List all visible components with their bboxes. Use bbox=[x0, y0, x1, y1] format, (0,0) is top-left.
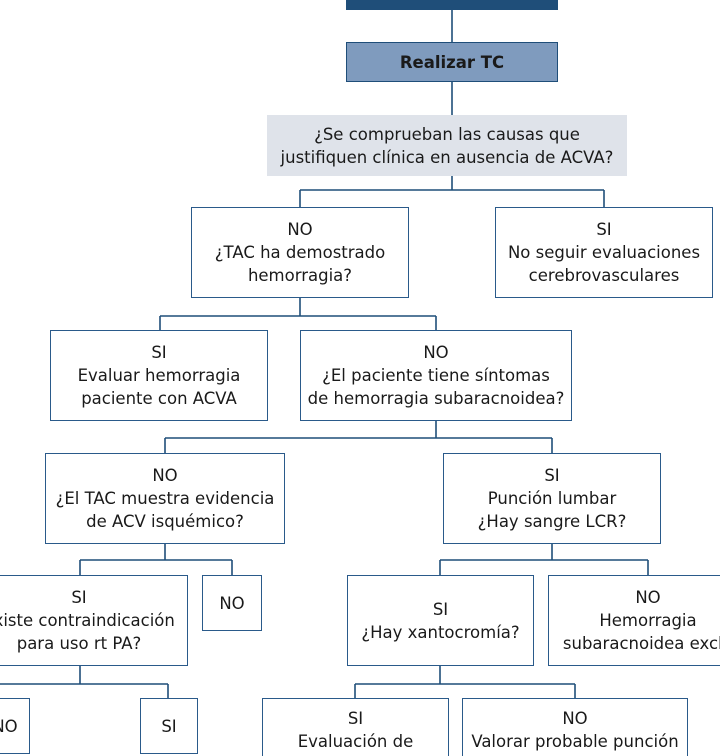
causas-question-node: ¿Se comprueban las causas que justifiquen… bbox=[267, 115, 627, 176]
node-text-line: Hemorragia bbox=[599, 611, 697, 630]
node-text-line: ¿Hay xantocromía? bbox=[361, 622, 520, 642]
no-hsa-excluida-node: NO Hemorragia subaracnoidea exclu bbox=[548, 575, 720, 666]
node-text-line: SI bbox=[71, 588, 87, 607]
node-text-line: ¿El paciente tiene síntomas bbox=[322, 366, 550, 385]
node-text-line: paciente con ACVA bbox=[81, 389, 237, 408]
no-tac-hemorragia-node: NO ¿TAC ha demostrado hemorragia? bbox=[191, 207, 409, 298]
node-text-line: SI bbox=[151, 343, 167, 362]
node-text-line: SI bbox=[544, 466, 560, 485]
node-text-line: NO bbox=[562, 709, 588, 728]
node-text-line: ¿TAC ha demostrado bbox=[214, 243, 386, 262]
node-text-line: de ACV isquémico? bbox=[86, 512, 244, 531]
node-text-line: subaracnoidea exclu bbox=[562, 634, 720, 653]
node-text-line: ¿El TAC muestra evidencia bbox=[55, 489, 275, 508]
node-text-line: NO bbox=[219, 593, 245, 613]
node-text-line: No seguir evaluaciones bbox=[507, 243, 701, 262]
node-text-line: NO bbox=[287, 220, 313, 239]
no-sintomas-hsa-node: NO ¿El paciente tiene síntomas de hemorrag… bbox=[300, 330, 572, 421]
si-contraindicacion-node: SI Existe contraindicación para uso rt PA? bbox=[0, 575, 188, 666]
si-bottom-left-node: SI bbox=[140, 698, 198, 754]
node-text-line: Evaluación de bbox=[297, 732, 414, 751]
si-evaluacion-de-node: SI Evaluación de bbox=[262, 698, 449, 756]
node-text-line: NO bbox=[635, 588, 661, 607]
node-text-line: Punción lumbar bbox=[487, 489, 617, 508]
node-text-line: SI bbox=[432, 599, 449, 619]
no-small-node: NO bbox=[202, 575, 262, 631]
node-text-line: para uso rt PA? bbox=[16, 634, 142, 653]
si-evaluar-hemorragia-node: SI Evaluar hemorragia paciente con ACVA bbox=[50, 330, 268, 421]
node-text-line: cerebrovasculares bbox=[528, 266, 680, 285]
no-bottom-left-node: NO bbox=[0, 698, 30, 754]
node-text-line: justifiquen clínica en ausencia de ACVA? bbox=[280, 147, 614, 167]
no-valorar-puncion-node: NO Valorar probable punción bbox=[462, 698, 688, 756]
node-text-line: Existe contraindicación bbox=[0, 611, 175, 630]
node-text-line: Evaluar hemorragia bbox=[77, 366, 241, 385]
node-text-line: ¿Hay sangre LCR? bbox=[477, 512, 627, 531]
node-text-line: Valorar probable punción bbox=[471, 732, 679, 751]
node-text-line: NO bbox=[423, 343, 449, 362]
node-text-line: de hemorragia subaracnoidea? bbox=[307, 389, 565, 408]
si-xantocromia-node: SI ¿Hay xantocromía? bbox=[347, 575, 534, 666]
si-no-seguir-node: SI No seguir evaluaciones cerebrovasculare… bbox=[495, 207, 713, 298]
node-text-line: SI bbox=[347, 709, 364, 728]
no-acv-isquemico-node: NO ¿El TAC muestra evidencia de ACV isquém… bbox=[45, 453, 285, 544]
node-text-line: SI bbox=[161, 716, 177, 736]
node-text-line: SI bbox=[596, 220, 612, 239]
si-puncion-lumbar-node: SI Punción lumbar ¿Hay sangre LCR? bbox=[443, 453, 661, 544]
top-bar-node bbox=[346, 0, 558, 10]
node-text-line: ¿Se comprueban las causas que bbox=[314, 124, 580, 144]
node-text-line: NO bbox=[0, 716, 18, 736]
realizar-tc-node: Realizar TC bbox=[346, 42, 558, 82]
node-text-line: hemorragia? bbox=[247, 266, 353, 285]
node-text-line: Realizar TC bbox=[399, 52, 505, 72]
node-text-line: NO bbox=[152, 466, 178, 485]
